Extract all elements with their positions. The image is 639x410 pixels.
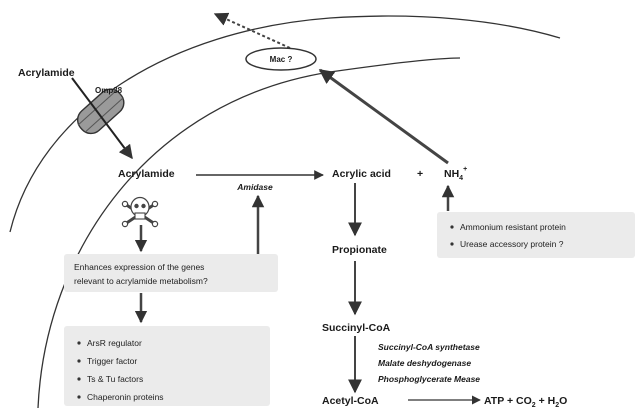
- amidase-label: Amidase: [236, 182, 273, 192]
- inner-membrane: [37, 57, 461, 409]
- acrylic-acid-label: Acrylic acid: [332, 168, 391, 180]
- enzyme-1: Succinyl-CoA synthetase: [378, 342, 480, 352]
- acrylamide-outside-label: Acrylamide: [18, 67, 75, 79]
- propionate-label: Propionate: [332, 244, 387, 256]
- regulator-list: ArsR regulator Trigger factor Ts & Tu fa…: [77, 338, 164, 402]
- ammonium-list: Ammonium resistant protein Urease access…: [450, 222, 566, 249]
- ammonium-box: [437, 212, 635, 258]
- omp38-label: Omp38: [95, 86, 123, 95]
- outer-membrane: [9, 15, 561, 233]
- regulator-item: Trigger factor: [87, 356, 137, 366]
- acetyl-coa-label: Acetyl-CoA: [322, 395, 379, 407]
- ammonium-item: Urease accessory protein ?: [460, 239, 564, 249]
- expression-line-1: Enhances expression of the genes: [74, 262, 204, 272]
- omp38-porin: [76, 88, 125, 135]
- mac-ellipse: [245, 47, 317, 71]
- acrylamide-inside-label: Acrylamide: [118, 168, 175, 180]
- regulator-item: ArsR regulator: [87, 338, 142, 348]
- enzyme-3: Phosphoglycerate Mease: [378, 374, 480, 384]
- skull-icon: [121, 196, 159, 228]
- expression-line-2: relevant to acrylamide metabolism?: [74, 276, 208, 286]
- regulator-item: Chaperonin proteins: [87, 392, 164, 402]
- dashed-export-arrow: [213, 12, 291, 49]
- enzyme-2: Malate deshydogenase: [378, 358, 471, 368]
- expression-box: [64, 254, 278, 292]
- regulator-item: Ts & Tu factors: [87, 374, 143, 384]
- ammonium-item: Ammonium resistant protein: [460, 222, 566, 232]
- ammonium-label: NH4+: [444, 166, 467, 182]
- porin-transport-arrow: [71, 77, 133, 160]
- plus-sign: +: [417, 168, 423, 180]
- atp-products-label: ATP + CO2 + H2O: [484, 395, 567, 409]
- succinyl-coa-label: Succinyl-CoA: [322, 322, 391, 334]
- mac-label: Mac ?: [270, 55, 293, 64]
- regulator-box: [64, 326, 270, 406]
- ammonium-export-arrow: [318, 68, 449, 165]
